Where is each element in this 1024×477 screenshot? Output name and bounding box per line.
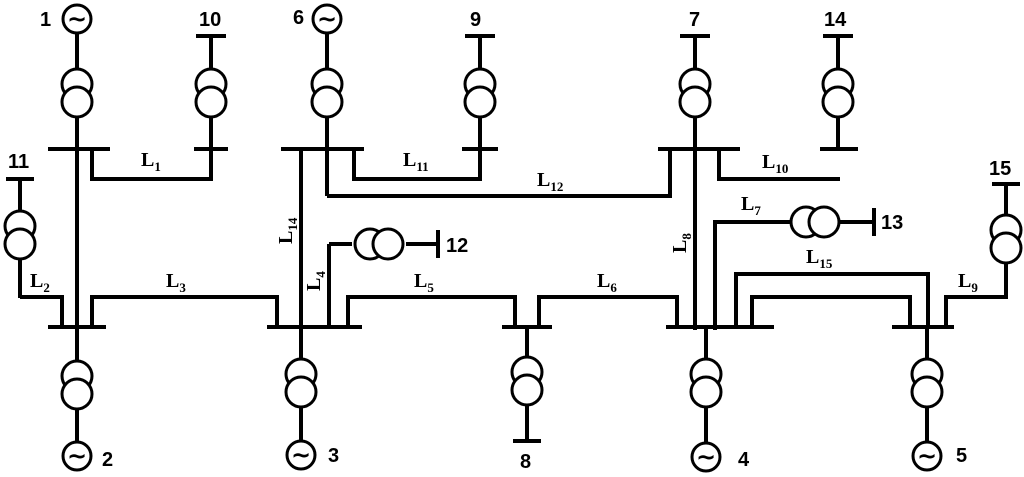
transformer-coil-lower [310,85,344,119]
label-L14: L14 [275,217,300,244]
generator-icon [61,440,93,472]
label-L8: L8 [669,233,694,253]
generator-symbol: ~ [291,441,311,469]
transformer-coil-lower [689,375,723,409]
bus-label-9: 9 [470,9,481,31]
bus-label-11: 11 [8,151,29,173]
line-L15-parallel [750,295,912,327]
transformer-coil-right [371,227,405,261]
label-L10: L10 [762,151,788,176]
bus-label-12: 12 [446,235,468,257]
unit-8: 8 [510,327,544,473]
bus-label-4: 4 [738,449,750,471]
unit-14: 14 [821,9,855,149]
line-labels: L1 L2 L3 L5 L6 L7 L9 L10 L11 L12 L15 L14… [30,149,978,295]
unit-3: ~ 3 [284,327,339,471]
unit-10: 10 [194,9,228,180]
unit-2: ~ 2 [60,327,113,472]
label-L12: L12 [537,169,563,194]
generator-icon [911,440,943,472]
transformer-coil-lower [910,375,944,409]
unit-12: 12 [327,227,468,327]
transformer-coil-lower [989,231,1023,265]
transformer-coil-lower [821,85,855,119]
transformer-coil-lower [284,375,318,409]
line-L6 [537,295,679,327]
generator-symbol: ~ [67,442,87,470]
bus-label-3: 3 [328,445,339,467]
label-L6: L6 [597,270,617,295]
transformer-coil-right [807,205,841,239]
unit-7: 7 [678,9,712,330]
label-L2: L2 [30,270,50,295]
generator-icon [690,441,722,473]
transformer-coil-lower [463,85,497,119]
unit-11: 11 [3,151,64,327]
bus-label-15: 15 [989,158,1011,180]
line-L12 [327,149,672,198]
unit-6: ~ 6 [293,3,344,196]
line-L15 [734,272,930,327]
generator-symbol: ~ [917,442,937,470]
bus-label-10: 10 [199,9,221,31]
bus-label-7: 7 [689,9,700,31]
label-L9: L9 [958,270,978,295]
unit-1: ~ 1 [40,3,94,330]
unit-15: 15 [944,158,1023,327]
generator-symbol: ~ [67,5,87,33]
bus-label-6: 6 [293,7,304,29]
line-L5 [346,295,517,327]
transformer-coil-lower [510,373,544,407]
generator-icon [311,3,343,35]
line-L1 [90,149,213,181]
bus-label-14: 14 [824,9,847,31]
transformer-coil-lower [3,227,37,261]
unit-9: 9 [463,9,497,180]
label-L3: L3 [166,270,186,295]
bus-label-2: 2 [102,449,113,471]
transformer-coil-lower [60,377,94,411]
bus-label-8: 8 [520,451,531,473]
bus-label-5: 5 [956,445,967,467]
transmission-lines [90,149,930,327]
label-L15: L15 [806,246,833,271]
generator-symbol: ~ [696,443,716,471]
generator-icon [61,3,93,35]
bus-label-1: 1 [40,9,51,31]
generator-symbol: ~ [317,5,337,33]
label-L1: L1 [141,149,161,174]
label-L4: L4 [303,271,328,291]
transformer-coil-lower [678,85,712,119]
generator-icon [285,439,317,471]
label-L11: L11 [403,149,429,174]
label-L5: L5 [414,270,434,295]
busbars [48,147,954,329]
transformer-coil-lower [60,85,94,119]
unit-4: ~ 4 [689,327,750,473]
transformer-coil-lower [194,85,228,119]
bus-label-13: 13 [881,212,903,234]
unit-13: 13 [713,205,903,330]
line-L3 [90,295,279,327]
line-L11 [352,149,482,181]
label-L7: L7 [741,193,761,218]
line-L10 [717,149,840,181]
unit-5: ~ 5 [910,327,967,472]
